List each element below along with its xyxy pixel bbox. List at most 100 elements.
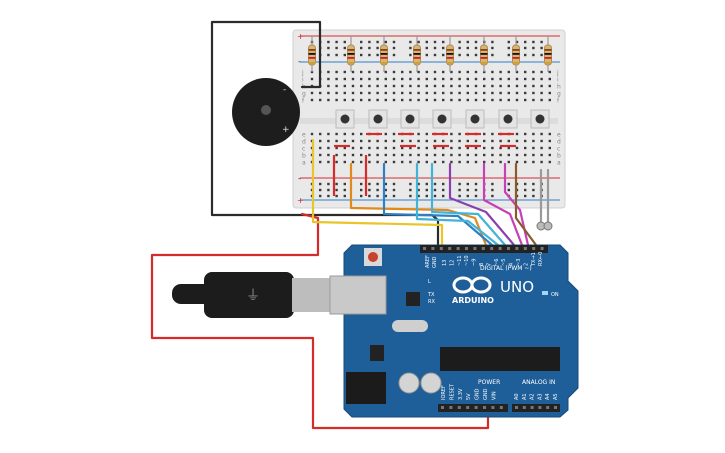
reset-button-cap[interactable] [368,252,378,262]
hole [532,188,535,192]
hole [327,194,330,198]
hole [319,194,322,198]
hole [343,139,346,143]
hole [499,153,502,157]
hole [532,70,535,74]
pushbutton-cap[interactable] [470,114,480,124]
hole [433,53,437,57]
hole [392,188,396,192]
resistors[interactable] [308,36,552,72]
hole [499,98,502,102]
wire-brown[interactable] [514,162,538,247]
hole [532,40,535,44]
row-letter: a [557,160,561,167]
analog-pin-label: A0 [514,393,520,400]
hole [327,153,330,157]
row-letter: j [556,70,559,77]
hole [327,40,330,44]
resistor-band [480,49,488,51]
hole [507,182,510,186]
hole [376,98,379,102]
arduino-uno[interactable]: ARDUINO UNO DIGITAL (PWM ~) POWER ANALOG… [329,244,579,418]
row-letter: d [302,139,306,146]
hole [327,188,330,192]
resistor-band [347,49,355,51]
hole [351,98,355,102]
buzzer-hole [261,105,271,115]
hole [458,160,461,164]
hole [442,146,445,150]
hole [532,153,535,157]
hole [360,70,363,74]
hole [474,91,478,95]
hole [425,46,428,50]
hole [319,160,322,164]
wire-yellow-buzzer[interactable] [311,138,444,247]
wire-magenta-1[interactable] [482,162,524,247]
pushbuttons[interactable] [335,109,550,129]
hole [360,132,363,136]
hole [515,77,519,81]
hole [335,46,338,50]
hole [483,84,486,88]
breadboard-red-jumpers [332,132,516,196]
hole [360,46,363,50]
hole [474,188,478,192]
header-pin [515,247,519,250]
hole [458,153,461,157]
pushbutton-cap[interactable] [340,114,350,124]
resistor-band [480,62,488,64]
hole [433,46,437,50]
analog-pin-label: A1 [522,393,528,400]
hole [343,40,346,44]
arduino-brand: ARDUINO [452,296,494,305]
hole [515,139,519,143]
hole [466,188,469,192]
hole [515,98,519,102]
hole [343,84,346,88]
usb-cable[interactable]: ⏚ [172,272,332,318]
hole [524,182,527,186]
wire-cyan-2[interactable] [430,162,507,247]
hole [409,139,412,143]
hole [425,194,428,198]
wire-red-5v[interactable] [150,212,490,430]
resistor-band [308,57,316,59]
hole [474,84,478,88]
pushbutton-cap[interactable] [405,114,415,124]
wire-purple[interactable] [448,162,516,247]
header-pin [498,247,502,250]
analog-pin-label: A3 [537,393,543,400]
hole [458,91,461,95]
hole [442,77,445,81]
wire-orange[interactable] [349,162,488,247]
hole [540,132,543,136]
hole [433,91,437,95]
hole [310,132,314,136]
hole [343,70,346,74]
hole [417,84,420,88]
hole [335,53,338,57]
resistor-band [512,49,520,51]
resistor-band [446,53,454,55]
header-pin [515,406,518,409]
hole [376,153,379,157]
resistor-band [380,57,388,59]
digital-pin-label: ~5 [501,259,507,266]
header-pin [449,406,453,409]
piezo-buzzer[interactable]: - + [232,78,300,146]
hole [368,194,371,198]
pushbutton-cap[interactable] [437,114,447,124]
wire-blue[interactable] [382,162,494,247]
usb-plug-body [204,272,294,318]
hole [401,91,404,95]
hole [548,132,551,136]
pushbutton-cap[interactable] [535,114,545,124]
pushbutton-cap[interactable] [373,114,383,124]
pushbutton-cap[interactable] [503,114,513,124]
hole [425,84,428,88]
hole [483,153,486,157]
hole [319,91,322,95]
hole [540,53,543,57]
wire-cyan-1[interactable] [415,162,500,247]
